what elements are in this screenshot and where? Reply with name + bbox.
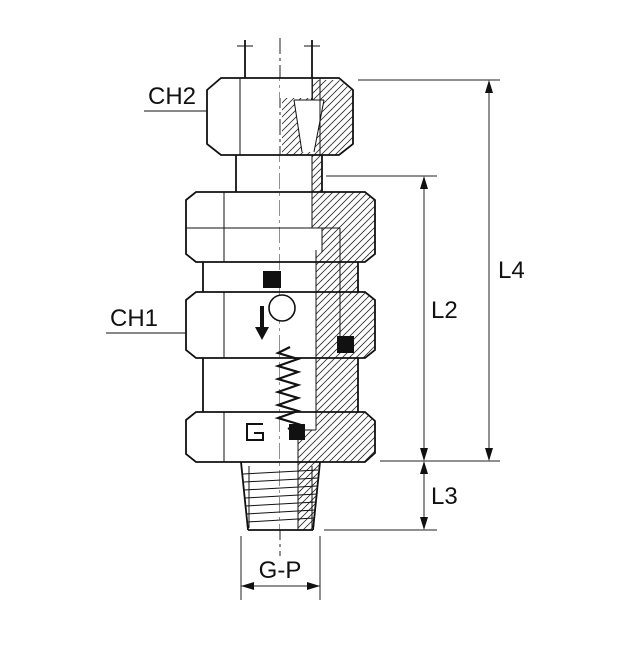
label-ch1: CH1 xyxy=(110,305,158,332)
valve-spring xyxy=(274,346,302,430)
hex-section-bottom xyxy=(185,411,376,463)
seal-top xyxy=(263,271,281,288)
dimension-gp xyxy=(240,536,321,600)
label-l4: L4 xyxy=(498,257,525,284)
top-nut xyxy=(206,77,354,156)
dimensions xyxy=(240,79,500,600)
groove-1 xyxy=(202,262,359,292)
label-ch2: CH2 xyxy=(148,83,196,110)
bore-edges xyxy=(280,155,323,530)
flow-direction-arrow xyxy=(255,306,269,340)
valve-ball xyxy=(268,294,296,322)
neck xyxy=(235,155,323,192)
check-valve-internals xyxy=(246,294,302,441)
threaded-stud xyxy=(240,461,321,531)
seal-middle xyxy=(337,336,354,353)
part-outline xyxy=(185,77,376,531)
dimension-l3 xyxy=(420,461,428,530)
bore-cutouts xyxy=(280,78,324,530)
retaining-clip xyxy=(246,423,264,441)
label-l2: L2 xyxy=(431,297,458,324)
hex-section-middle xyxy=(185,291,376,359)
label-l3: L3 xyxy=(431,483,458,510)
labels: CH2 CH1 L4 L2 L3 G-P xyxy=(106,83,525,584)
dimension-l2 xyxy=(420,176,428,461)
seal-rings xyxy=(263,271,354,440)
label-gp: G-P xyxy=(259,557,302,584)
groove-2 xyxy=(202,358,359,412)
dimension-l4 xyxy=(485,80,493,461)
seal-bottom xyxy=(289,424,305,440)
